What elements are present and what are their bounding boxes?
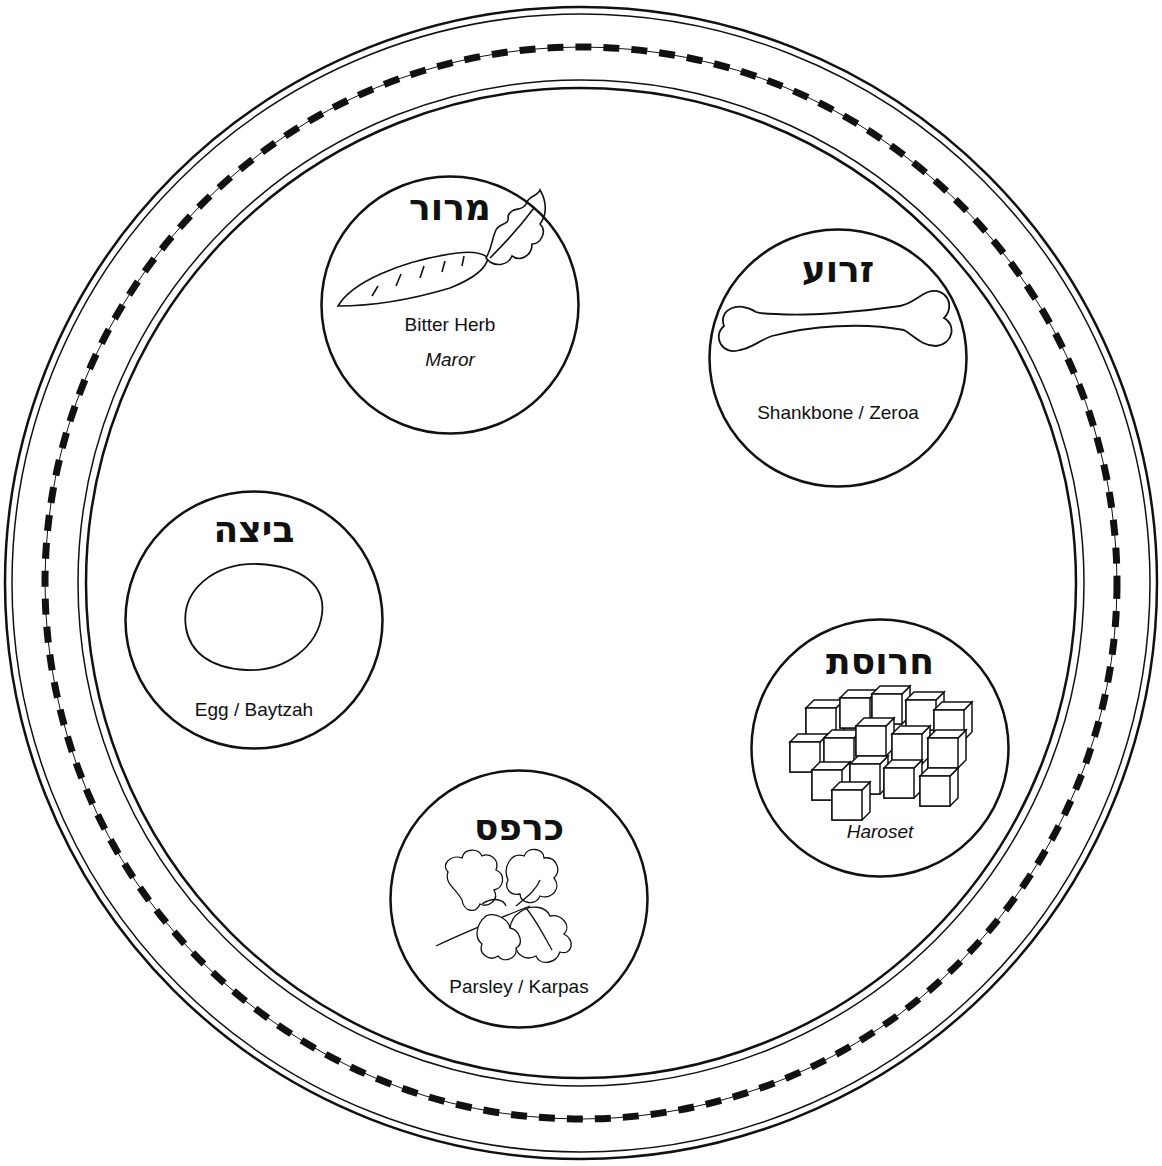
hebrew-heading: ביצה [214,510,295,550]
circle-border [322,177,579,434]
seder-circle: חרוסת Haroset [750,618,1010,878]
english-label: Parsley / Karpas [449,976,588,998]
bone-drawing [719,291,952,351]
english-label: Haroset [847,821,914,843]
seder-circle: זרוע Shankbone / Zeroa [708,228,968,488]
haroset-drawing [790,686,972,820]
english-label: Shankbone / Zeroa [757,402,919,424]
circle-border [126,492,383,749]
english-label: Bitter Herb [405,314,496,336]
hebrew-heading: זרוע [802,250,874,290]
hebrew-heading: כרפס [474,808,564,848]
egg-drawing [185,564,322,670]
hebrew-heading: מרור [409,188,491,228]
seder-circle: מרור Bitter HerbMaror [320,175,580,435]
circle-border [752,620,1009,877]
english-label: Egg / Baytzah [195,699,313,721]
plate-rim [5,7,1157,1159]
seder-circle: ביצה Egg / Baytzah [124,490,384,750]
circle-border [391,771,648,1028]
english-label: Maror [425,349,475,371]
hebrew-heading: חרוסת [826,642,934,682]
circle-border [710,230,967,487]
parsley-drawing [436,849,571,962]
seder-circle: כרפס Parsley / Karpas [389,769,649,1029]
